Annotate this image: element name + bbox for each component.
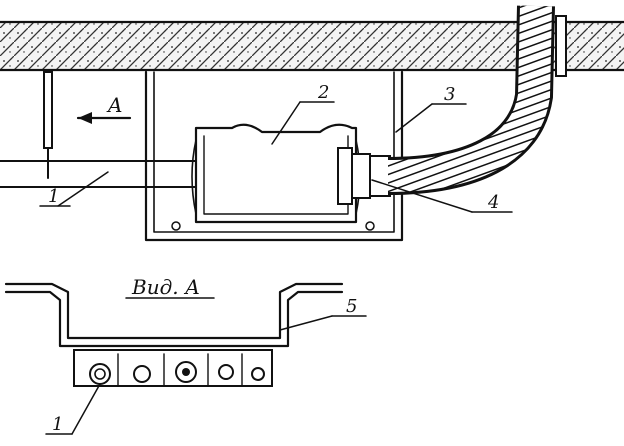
label-pipe: 1 xyxy=(39,171,109,207)
label-housing: 2 xyxy=(271,82,335,145)
view-arrow: A xyxy=(76,93,132,124)
label-tray: 5 xyxy=(279,296,367,331)
svg-text:Вид. А: Вид. А xyxy=(131,275,200,299)
label-bracket: 3 xyxy=(395,84,467,133)
flexible-hose xyxy=(387,5,555,195)
view-arrow-label: A xyxy=(106,93,122,117)
svg-text:5: 5 xyxy=(346,296,357,317)
label-pipe-end: 1 xyxy=(45,383,101,435)
tray-profile xyxy=(4,282,344,348)
pipe xyxy=(0,160,197,188)
label-fitting: 4 xyxy=(371,179,513,213)
svg-text:1: 1 xyxy=(48,186,59,207)
hanging-rod xyxy=(43,71,53,179)
pipe-clamps xyxy=(73,349,273,387)
box-bracket xyxy=(144,70,404,242)
fitting xyxy=(337,147,391,205)
svg-text:2: 2 xyxy=(317,82,329,103)
housing xyxy=(191,123,361,224)
svg-text:4: 4 xyxy=(487,192,499,213)
view-title: Вид. А xyxy=(125,275,215,299)
svg-text:1: 1 xyxy=(52,414,63,435)
svg-text:3: 3 xyxy=(444,84,455,105)
